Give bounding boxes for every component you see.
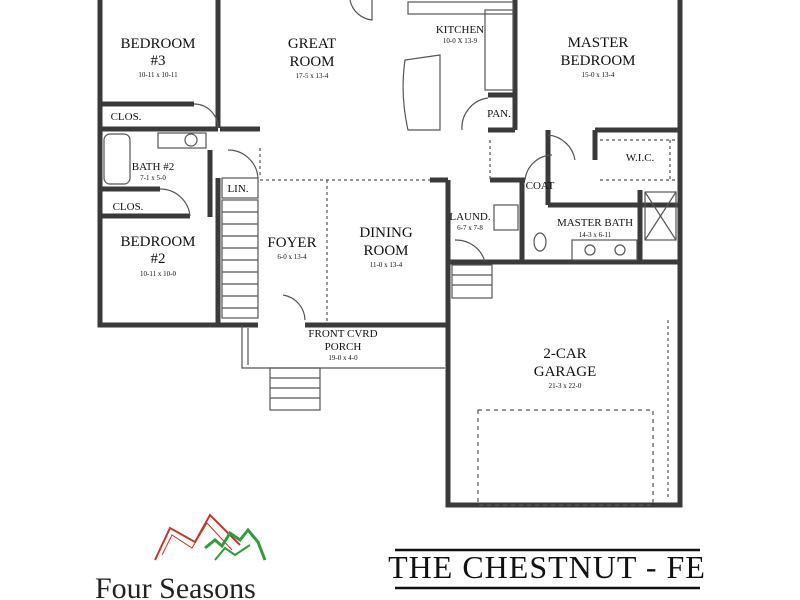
pantry-name: PAN.: [487, 108, 511, 120]
kitchen-dim: 10-0 X 13-9: [443, 37, 478, 45]
bedroom2-name: BEDROOM: [120, 234, 195, 250]
coat-name: COAT: [526, 180, 555, 192]
thin-details: [103, 0, 677, 506]
master-bath-dim: 14-3 x 6-11: [579, 231, 612, 239]
bath2-name: BATH #2: [132, 161, 174, 173]
foyer-dim: 6-0 x 13-4: [277, 253, 307, 261]
master-bath-name: MASTER BATH: [557, 217, 633, 229]
title-block: THE CHESTNUT - FE: [388, 548, 706, 590]
great-room-dim: 17-5 x 13-4: [296, 72, 329, 80]
garage-name2: GARAGE: [534, 364, 597, 380]
bedroom3-number: #3: [151, 53, 166, 69]
foyer-name: FOYER: [267, 235, 316, 251]
dining-name: DINING: [359, 225, 412, 241]
plan-title: THE CHESTNUT - FE: [388, 549, 706, 585]
bedroom2-number: #2: [151, 251, 166, 267]
dining-dim: 11-0 x 13-4: [370, 261, 403, 269]
bedroom2-dim: 10-11 x 10-0: [140, 270, 176, 278]
wic-name: W.I.C.: [626, 152, 655, 164]
clos1-name: CLOS.: [111, 111, 142, 123]
brand-logo: Four Seasons: [95, 513, 267, 600]
roof-icon: [154, 513, 267, 561]
walls: [97, 0, 683, 508]
porch-name: FRONT CVRD: [308, 328, 377, 340]
linen-name: LIN.: [227, 183, 248, 195]
clos2-name: CLOS.: [113, 201, 144, 213]
great-room-name2: ROOM: [289, 54, 334, 70]
laundry-name: LAUND.: [449, 211, 490, 223]
bedroom3-name: BEDROOM: [120, 36, 195, 52]
garage-dim: 21-3 x 22-0: [549, 382, 582, 390]
master-bedroom-name2: BEDROOM: [560, 53, 635, 69]
porch-name2: PORCH: [325, 341, 362, 353]
bath2-dim: 7-1 x 5-0: [140, 174, 166, 182]
laundry-dim: 6-7 x 7-8: [457, 224, 483, 232]
master-bedroom-dim: 15-0 x 13-4: [582, 71, 615, 79]
great-room-name: GREAT: [288, 36, 336, 52]
garage-name: 2-CAR: [543, 346, 586, 362]
dining-name2: ROOM: [363, 243, 408, 259]
bedroom3-dim: 10-11 x 10-11: [138, 71, 178, 79]
master-bedroom-name: MASTER: [568, 35, 629, 51]
porch-dim: 19-0 x 4-0: [328, 354, 358, 362]
room-labels: BEDROOM #3 10-11 x 10-11 GREAT ROOM 17-5…: [111, 24, 655, 390]
kitchen-name: KITCHEN: [436, 24, 484, 36]
brand-name: Four Seasons: [95, 572, 256, 600]
